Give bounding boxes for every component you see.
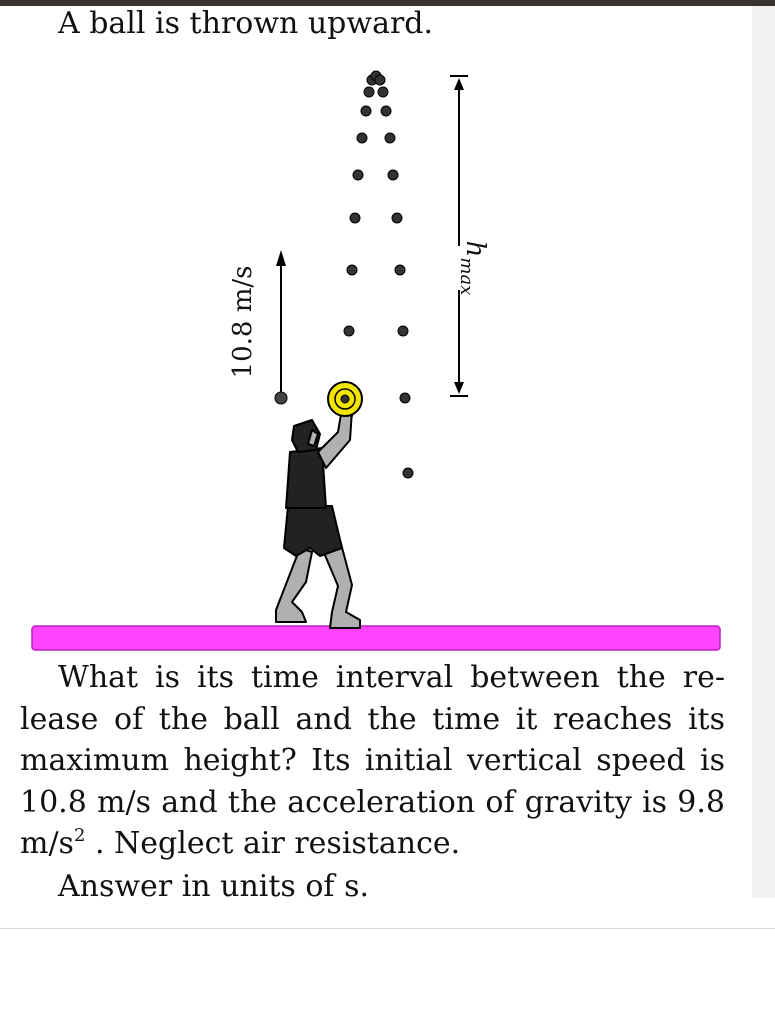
question-body: What is its time interval between the re… — [20, 660, 725, 861]
answer-line: Answer in units of s. — [58, 866, 369, 908]
problem-intro: A ball is thrown upward. — [58, 6, 434, 41]
exponent: 2 — [73, 825, 86, 846]
ball-icon — [327, 381, 363, 417]
floor-bar — [31, 625, 721, 651]
height-label: hmax — [456, 241, 490, 296]
question-tail: . Neglect air resistance. — [85, 826, 461, 861]
trajectory-up-dots — [343, 74, 378, 337]
question-text: What is its time interval between the re… — [20, 657, 725, 865]
top-bar — [0, 0, 775, 6]
velocity-arrow-icon — [274, 250, 288, 405]
velocity-label: 10.8 m/s — [228, 266, 258, 379]
person-throwing-icon — [275, 403, 361, 629]
trajectory-down-dots — [370, 70, 414, 479]
height-dimension-icon — [450, 75, 468, 397]
answer-unit: s. — [344, 869, 370, 904]
ball-throw-figure: 10.8 m/s hmax — [31, 70, 721, 651]
divider — [0, 928, 775, 929]
answer-prefix: Answer in units of — [58, 869, 335, 904]
right-gutter — [752, 6, 775, 898]
